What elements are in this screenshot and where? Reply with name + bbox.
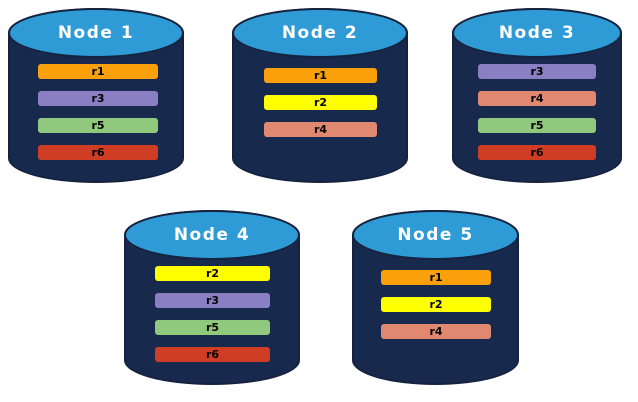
database-node-3[interactable]: Node 3 r3 r4 r5 r6 — [452, 8, 622, 183]
replica-label: r6 — [205, 348, 220, 361]
replica-label: r5 — [205, 321, 220, 334]
replica-bar-r2[interactable]: r2 — [381, 297, 491, 312]
replica-bar-r1[interactable]: r1 — [264, 68, 377, 83]
cylinder-top-icon: Node 2 — [232, 8, 408, 58]
replica-label: r2 — [313, 96, 328, 109]
replica-list: r1 r2 r4 — [352, 210, 519, 385]
database-node-4[interactable]: Node 4 r2 r3 r5 r6 — [124, 210, 300, 385]
database-node-5[interactable]: Node 5 r1 r2 r4 — [352, 210, 519, 385]
replica-bar-r5[interactable]: r5 — [38, 118, 158, 133]
replica-bar-r6[interactable]: r6 — [478, 145, 596, 160]
replica-label: r5 — [530, 119, 544, 132]
cylinder-top-icon: Node 5 — [352, 210, 519, 260]
replica-label: r3 — [205, 294, 220, 307]
replica-bar-r5[interactable]: r5 — [478, 118, 596, 133]
replica-label: r4 — [429, 325, 443, 338]
replica-bar-r5[interactable]: r5 — [155, 320, 270, 335]
replica-label: r4 — [530, 92, 544, 105]
replica-bar-r6[interactable]: r6 — [155, 347, 270, 362]
replica-label: r1 — [313, 69, 328, 82]
database-node-1[interactable]: Node 1 r1 r3 r5 r6 — [8, 8, 184, 183]
cylinder-top-icon: Node 4 — [124, 210, 300, 260]
replica-bar-r1[interactable]: r1 — [38, 64, 158, 79]
node-title: Node 5 — [397, 224, 474, 245]
replica-bar-r3[interactable]: r3 — [38, 91, 158, 106]
replica-bar-r2[interactable]: r2 — [155, 266, 270, 281]
replica-bar-r4[interactable]: r4 — [381, 324, 491, 339]
replica-bar-r4[interactable]: r4 — [264, 122, 377, 137]
node-title: Node 2 — [281, 22, 359, 43]
replica-bar-r3[interactable]: r3 — [155, 293, 270, 308]
replica-label: r2 — [205, 267, 220, 280]
replica-list: r1 r2 r4 — [232, 8, 408, 183]
cylinder-top-icon: Node 3 — [452, 8, 622, 58]
replica-list: r2 r3 r5 r6 — [124, 210, 300, 385]
node-title: Node 4 — [173, 224, 251, 245]
replica-label: r3 — [530, 65, 544, 78]
node-title: Node 3 — [498, 22, 576, 43]
replica-bar-r3[interactable]: r3 — [478, 64, 596, 79]
database-node-2[interactable]: Node 2 r1 r2 r4 — [232, 8, 408, 183]
replica-bar-r4[interactable]: r4 — [478, 91, 596, 106]
replica-label: r1 — [91, 65, 105, 78]
cylinder-top-icon: Node 1 — [8, 8, 184, 58]
replica-label: r3 — [91, 92, 105, 105]
replica-label: r1 — [429, 271, 443, 284]
replica-label: r6 — [530, 146, 544, 159]
replica-list: r1 r3 r5 r6 — [8, 8, 184, 183]
replica-bar-r2[interactable]: r2 — [264, 95, 377, 110]
replica-label: r5 — [91, 119, 105, 132]
replica-label: r4 — [313, 123, 328, 136]
replica-list: r3 r4 r5 r6 — [452, 8, 622, 183]
node-title: Node 1 — [57, 22, 135, 43]
replica-label: r6 — [91, 146, 105, 159]
replica-label: r2 — [429, 298, 443, 311]
replica-bar-r1[interactable]: r1 — [381, 270, 491, 285]
replica-bar-r6[interactable]: r6 — [38, 145, 158, 160]
